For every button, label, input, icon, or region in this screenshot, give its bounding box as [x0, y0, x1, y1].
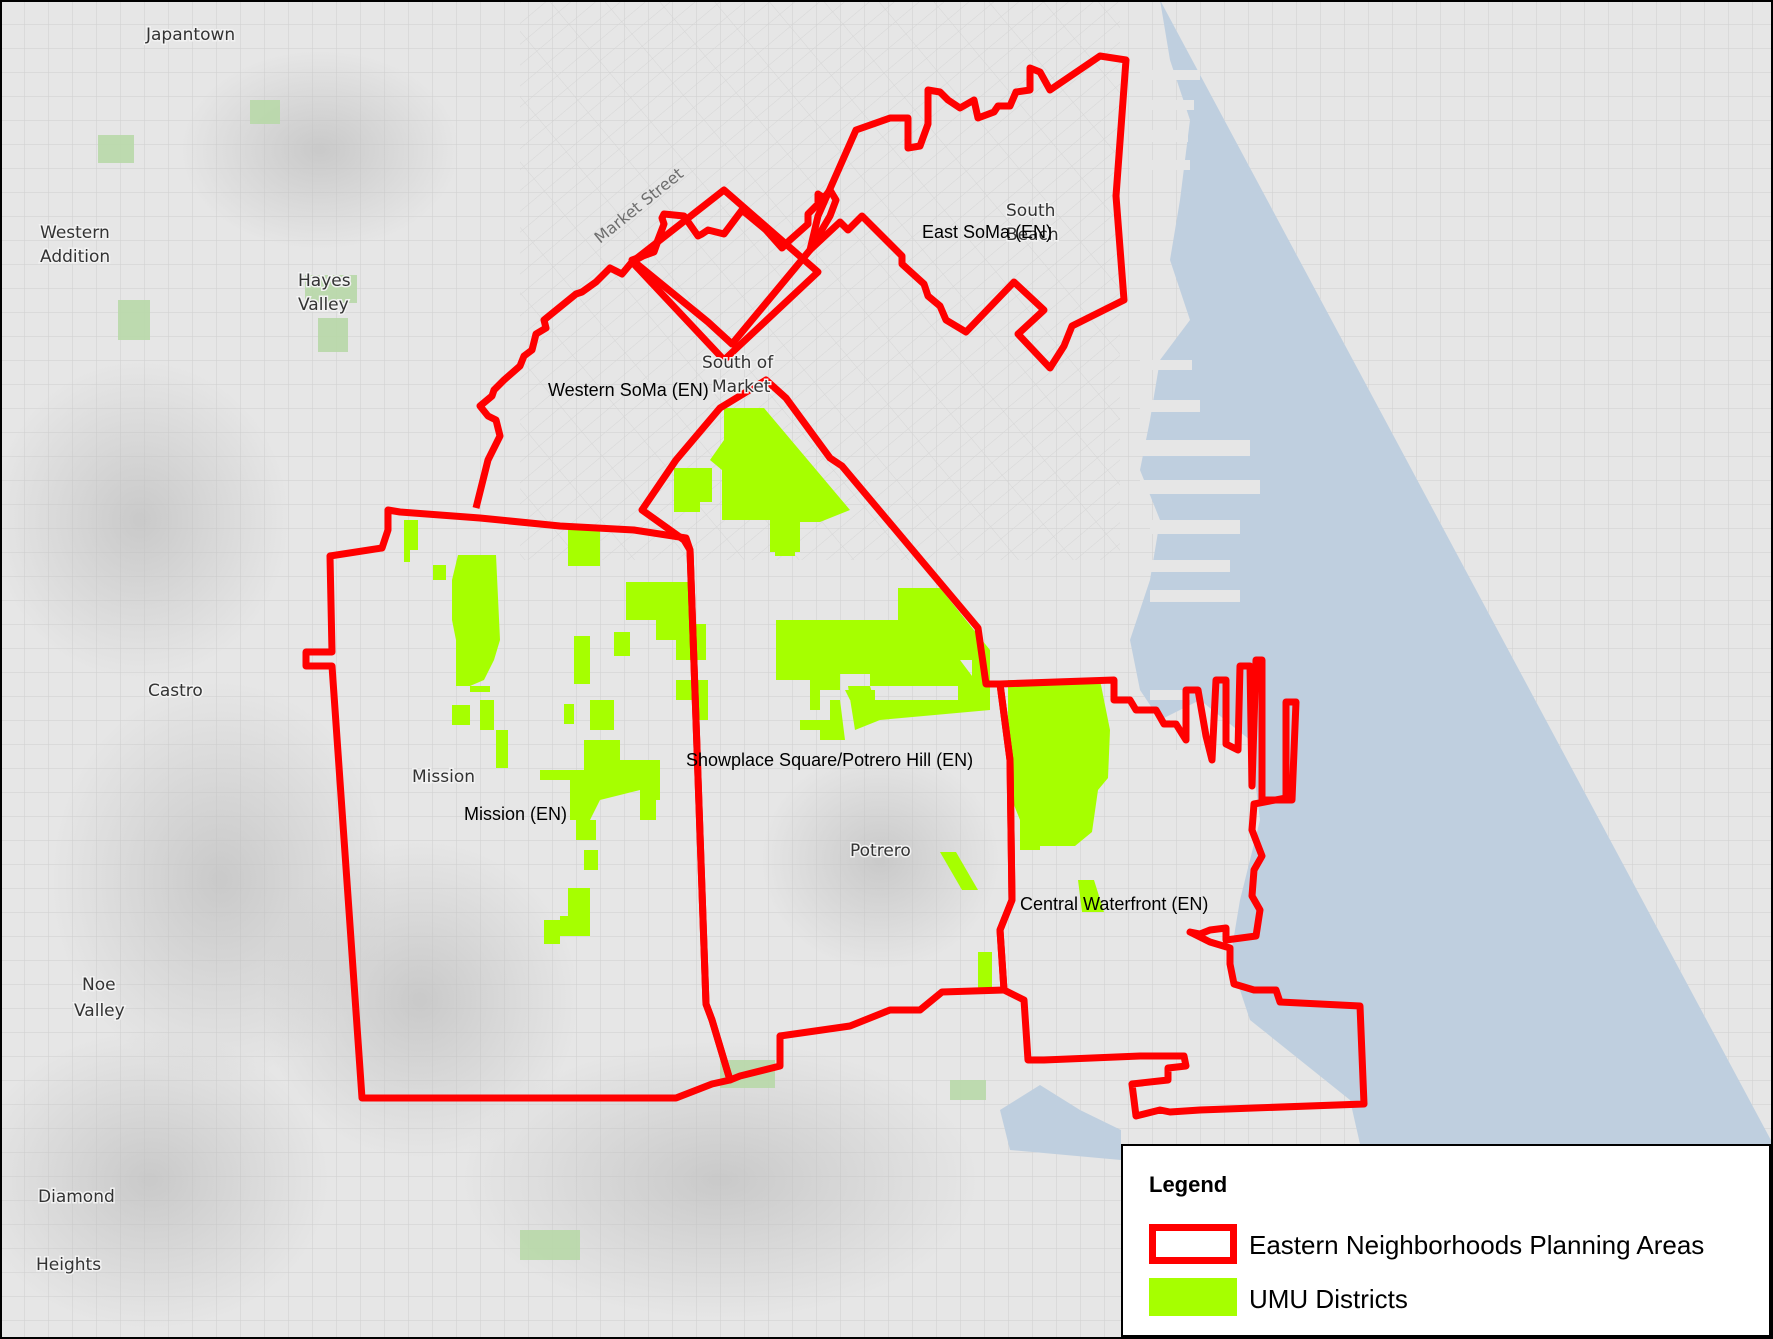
place-south-of-market-2: Market	[712, 377, 771, 397]
area-showplace: Showplace Square/Potrero Hill (EN)	[686, 750, 973, 770]
legend-panel: Legend Eastern Neighborhoods Planning Ar…	[1121, 1144, 1771, 1337]
place-hayes-valley-2: Valley	[298, 295, 349, 315]
place-noe-valley-2: Valley	[74, 1001, 125, 1021]
place-mission: Mission	[412, 767, 475, 787]
legend-label-umu: UMU Districts	[1249, 1284, 1408, 1314]
area-east-soma: East SoMa (EN)	[922, 222, 1052, 242]
umu-swatch	[1149, 1278, 1237, 1316]
place-labels: Japantown Western Addition Hayes Valley …	[35, 24, 1061, 1277]
place-castro: Castro	[148, 681, 203, 701]
boundary-east-soma	[806, 52, 1130, 372]
place-noe-valley-1: Noe	[82, 975, 116, 995]
area-western-soma: Western SoMa (EN)	[548, 380, 709, 400]
place-south-of-market-1: South of	[702, 353, 774, 373]
area-mission-en: Mission (EN)	[464, 804, 567, 824]
place-japantown: Japantown	[145, 25, 235, 45]
boundary-soma-diamond	[628, 186, 822, 364]
place-south-beach-1: South	[1006, 201, 1055, 221]
planning-area-swatch	[1149, 1224, 1237, 1264]
legend-label-planning-areas: Eastern Neighborhoods Planning Areas	[1249, 1230, 1705, 1260]
place-potrero: Potrero	[850, 841, 911, 861]
place-south-beach-2: Beach	[1006, 225, 1059, 245]
legend-title: Legend	[1149, 1172, 1228, 1197]
place-heights: Heights	[36, 1255, 101, 1275]
place-hayes-valley-1: Hayes	[298, 271, 351, 291]
umu-districts	[404, 408, 1110, 988]
bay-water	[1000, 0, 1773, 1339]
boundary-western-soma	[472, 186, 840, 509]
place-western-addition-1: Western	[40, 223, 110, 243]
area-central-waterfront: Central Waterfront (EN)	[1020, 894, 1208, 914]
piers	[1130, 70, 1260, 760]
terrain-shading	[0, 50, 1000, 1330]
en-boundaries	[302, 52, 1368, 1120]
boundary-central-waterfront	[996, 656, 1368, 1120]
place-western-addition-2: Addition	[40, 247, 110, 267]
place-diamond: Diamond	[38, 1187, 115, 1207]
area-labels: East SoMa (EN) Western SoMa (EN) Mission…	[464, 222, 1208, 914]
